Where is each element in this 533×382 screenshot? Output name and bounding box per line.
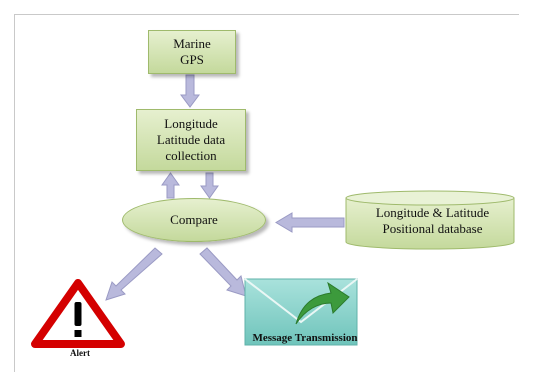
warning-triangle-icon (31, 279, 125, 348)
node-data-collection: Longitude Latitude data collection (136, 109, 246, 171)
arrow-database-to-compare (275, 212, 345, 233)
node-marine-gps: Marine GPS (148, 30, 236, 74)
arrow-collection-to-compare (200, 172, 219, 199)
node-message-transmission-label: Message Transmission (252, 332, 358, 344)
node-positional-database-label: Longitude & Latitude Positional database (375, 205, 490, 236)
node-alert-label: Alert (70, 348, 90, 358)
database-cylinder (345, 190, 515, 250)
arrow-gps-to-collection (180, 74, 200, 108)
arrow-compare-to-collection (161, 172, 180, 199)
envelope-arrow-icon (244, 278, 358, 346)
node-compare: Compare (122, 198, 266, 242)
arrow-compare-to-alert (105, 247, 163, 301)
arrow-compare-to-message (199, 247, 247, 297)
